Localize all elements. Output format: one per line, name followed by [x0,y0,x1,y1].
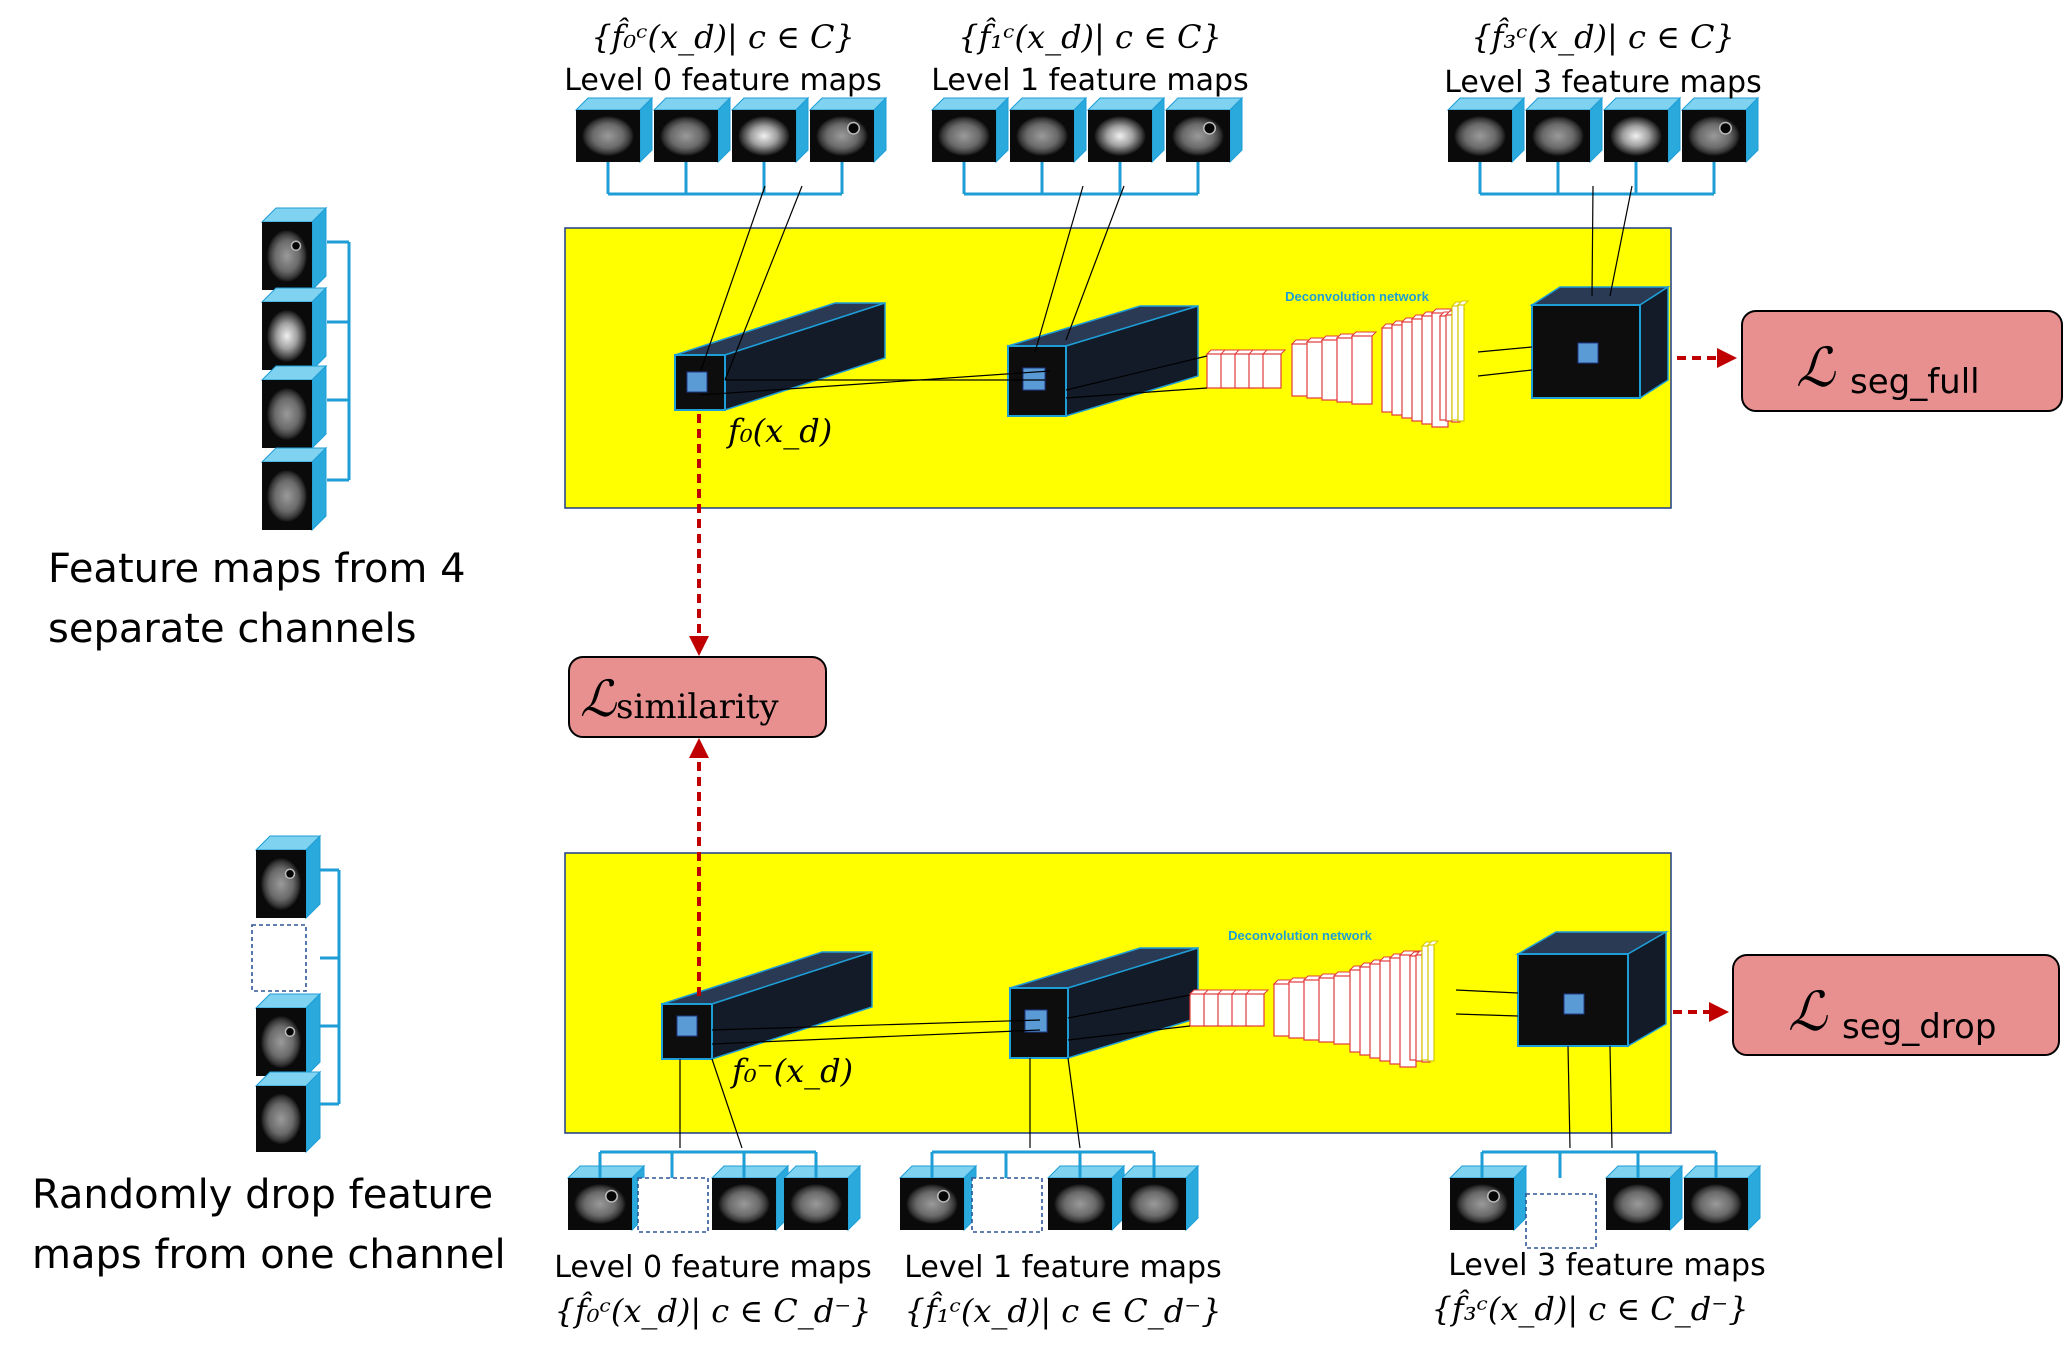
bottom-level3-set: {f̂₃ᶜ(x_d)| c ∈ C_d⁻} [1432,1289,1749,1328]
top-group0-map-1 [574,96,654,164]
top-group3-map-2 [1524,96,1604,164]
bottom-group1-map-1 [898,1164,978,1232]
bottom-level3-name: Level 3 feature maps [1448,1248,1765,1283]
dropped-input-channel-4 [254,1070,322,1154]
input-channel-2 [260,286,328,372]
top-group1-bracket [962,162,1200,196]
bottom-feature-groups [566,1150,1762,1249]
dropped-input-channel-3 [254,992,322,1078]
bottom-group0-dropped-map [637,1177,709,1233]
top-group1-map-1 [930,96,1010,164]
loss-seg-full-symbol: ℒ [1796,336,1836,399]
top-encoder-cube-level1 [1007,304,1199,418]
loss-similarity-sub: similarity [616,687,779,727]
loss-seg-full-box [1741,310,2063,412]
input-channel-4 [260,446,328,532]
loss-similarity-symbol: ℒ [580,670,617,728]
bottom-group3-map-4 [1682,1164,1762,1232]
bottom-level0-name: Level 0 feature maps [554,1250,871,1285]
bottom-group0-map-1 [566,1164,646,1232]
bottom-group1-map-4 [1120,1164,1200,1232]
bottom-level-group-1 [898,1150,1200,1233]
bottom-level0-set: {f̂₀ᶜ(x_d)| c ∈ C_d⁻} [555,1291,872,1330]
loss-seg-full: ℒ seg_full [1741,310,2063,412]
loss-seg-full-sub: seg_full [1850,362,1980,402]
input-channels-bracket [327,240,351,482]
caption-full-line2: separate channels [48,606,416,652]
top-level3-name: Level 3 feature maps [1444,65,1761,100]
top-level-group-1 [930,96,1244,196]
top-level-group-0 [574,96,888,196]
input-channel-1 [260,206,328,292]
top-network [674,185,1671,428]
input-channel-3 [260,364,328,450]
loss-seg-drop-sub: seg_drop [1842,1007,1996,1047]
input-channels-dropped [251,834,341,1154]
caption-drop-line1: Randomly drop feature [32,1172,493,1218]
caption-drop-line2: maps from one channel [32,1232,506,1278]
top-feature-groups [574,96,1760,196]
bottom-group0-map-4 [782,1164,862,1232]
top-level3-set: {f̂₃ᶜ(x_d)| c ∈ C} [1471,17,1735,56]
bottom-level1-set: {f̂₁ᶜ(x_d)| c ∈ C_d⁻} [905,1291,1222,1330]
bottom-feature-label: f₀⁻(x_d) [730,1052,853,1090]
top-group0-map-3 [730,96,810,164]
top-encoder-cube-level0 [674,301,886,412]
bottom-group3-map-1 [1448,1164,1528,1232]
bottom-group1-bracket [930,1150,1156,1178]
bottom-group3-dropped-map [1525,1193,1597,1249]
loss-similarity: ℒ similarity [568,656,827,738]
top-group0-map-2 [652,96,732,164]
caption-full-line1: Feature maps from 4 [48,546,466,592]
top-group3-map-4 [1680,96,1760,164]
top-level-group-3 [1446,96,1760,196]
top-level1-set: {f̂₁ᶜ(x_d)| c ∈ C} [958,17,1222,56]
dropped-channels-bracket [320,868,341,1106]
loss-seg-drop: ℒ seg_drop [1732,954,2060,1056]
input-channels-full [260,206,351,532]
bottom-network [661,930,1669,1149]
bottom-group3-bracket [1480,1150,1718,1178]
dropped-input-channel-1 [254,834,322,920]
top-deconv-slices [1205,300,1470,428]
top-level0-name: Level 0 feature maps [564,63,881,98]
top-level1-name: Level 1 feature maps [931,63,1248,98]
top-output-cube [1529,285,1671,400]
bottom-group0-bracket [598,1150,818,1178]
top-group1-map-4 [1164,96,1244,164]
bottom-level-group-3 [1448,1150,1762,1249]
top-deconv-label: Deconvolution network [1285,289,1430,304]
bottom-group1-map-3 [1046,1164,1126,1232]
loss-similarity-box [568,656,827,738]
top-group3-map-3 [1602,96,1682,164]
top-group3-bracket [1478,162,1716,196]
bottom-group1-dropped-map [971,1177,1043,1233]
top-feature-label: f₀(x_d) [726,412,832,450]
dropped-input-channel-2-empty [251,924,307,992]
bottom-encoder-cube-level0 [661,950,873,1061]
top-group3-map-1 [1446,96,1526,164]
bottom-level1-name: Level 1 feature maps [904,1250,1221,1285]
loss-seg-drop-symbol: ℒ [1788,980,1828,1043]
top-group1-map-3 [1086,96,1166,164]
top-group0-bracket [606,162,844,196]
top-group1-map-2 [1008,96,1088,164]
bottom-level-group-0 [566,1150,862,1233]
loss-seg-drop-box [1732,954,2060,1056]
bottom-output-cube [1515,930,1669,1048]
bottom-deconv-label: Deconvolution network [1228,928,1373,943]
bottom-deconv-slices [1188,940,1440,1068]
top-group0-map-4 [808,96,888,164]
bottom-group3-map-3 [1604,1164,1684,1232]
top-level0-set: {f̂₀ᶜ(x_d)| c ∈ C} [591,17,855,56]
bottom-group0-map-3 [710,1164,790,1232]
